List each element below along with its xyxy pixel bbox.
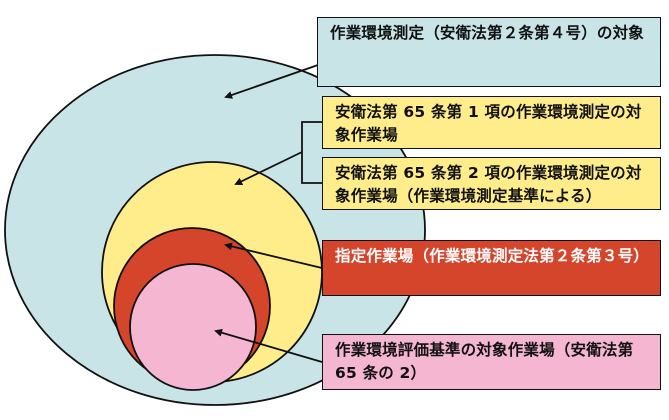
connector-evaluation: [214, 328, 323, 363]
label-outer-measurement: 作業環境測定（安衛法第２条第４号）の対象: [317, 17, 661, 87]
connector-middle: [234, 151, 303, 185]
connector-designated: [224, 242, 323, 269]
connector-outer: [224, 64, 319, 99]
label-designated-workplace: 指定作業場（作業環境測定法第２条第３号）: [322, 240, 661, 296]
label-article65-2: 安衛法第 65 条第 2 項の作業環境測定の対象作業場（作業環境測定基準による）: [322, 157, 661, 210]
label-evaluation-criteria: 作業環境評価基準の対象作業場（安衛法第 65 条の 2）: [322, 334, 661, 390]
evaluation-circle: [129, 263, 257, 391]
label-article65-1: 安衛法第 65 条第 1 項の作業環境測定の対象作業場: [322, 96, 661, 149]
